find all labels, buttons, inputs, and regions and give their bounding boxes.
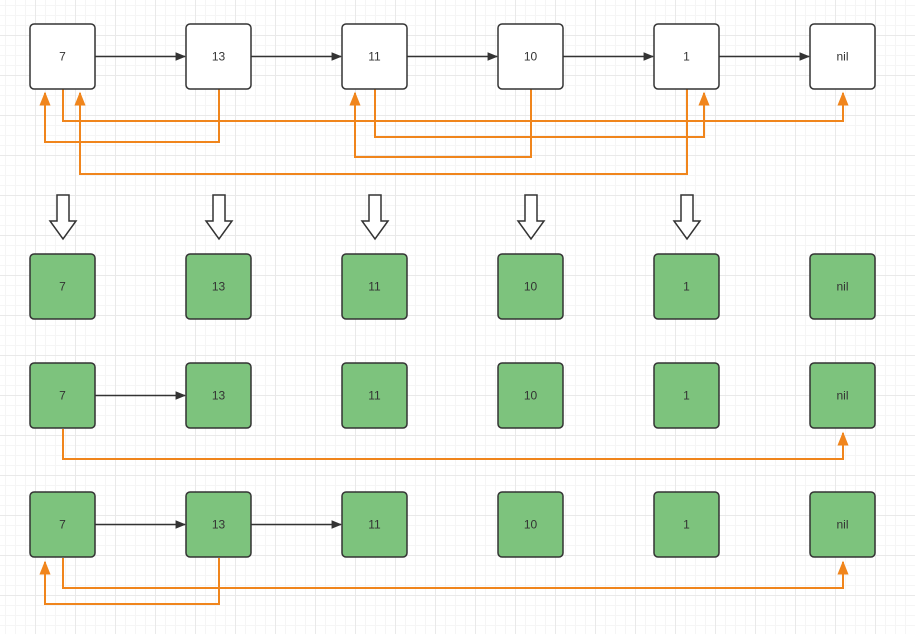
node-label: 1 <box>683 518 690 532</box>
node-label: 11 <box>368 50 381 64</box>
list-node-11-row-2: 11 <box>341 253 408 320</box>
random-pointer-13-to-7 <box>39 89 220 143</box>
node-box <box>341 253 408 320</box>
list-node-1-row-1: 1 <box>653 23 720 90</box>
node-grid: 7 13 11 10 1 nil 7 13 11 10 1 nil 7 13 11 10 1 nil 7 13 11 10… <box>29 23 876 558</box>
list-node-nil-row-3: nil <box>809 362 876 429</box>
node-label: 10 <box>524 50 538 64</box>
node-box <box>653 362 720 429</box>
node-box <box>497 23 564 90</box>
list-node-13-row-2: 13 <box>185 253 252 320</box>
node-box <box>185 362 252 429</box>
random-pointers-row-3 <box>62 429 849 460</box>
node-label: 1 <box>683 389 690 403</box>
node-label: 10 <box>524 280 538 294</box>
node-box <box>29 362 96 429</box>
list-node-7-row-1: 7 <box>29 23 96 90</box>
list-node-13-row-3: 13 <box>185 362 252 429</box>
list-node-1-row-4: 1 <box>653 491 720 558</box>
node-label: 7 <box>59 518 66 532</box>
node-label: 11 <box>368 280 381 294</box>
list-node-11-row-3: 11 <box>341 362 408 429</box>
random-pointer-1-to-7 <box>74 89 688 175</box>
random-pointer-11-to-1 <box>374 89 710 138</box>
node-label: 10 <box>524 518 538 532</box>
random-pointer-7-to-nil <box>62 89 849 122</box>
down-arrow-icon <box>204 194 234 241</box>
node-label: 1 <box>683 50 690 64</box>
node-box <box>497 362 564 429</box>
list-node-10-row-1: 10 <box>497 23 564 90</box>
node-label: 13 <box>212 389 226 403</box>
down-arrow-icon <box>360 194 390 241</box>
node-label: 11 <box>368 389 381 403</box>
node-box <box>185 253 252 320</box>
random-pointers-row-4 <box>39 558 849 605</box>
list-node-1-row-2: 1 <box>653 253 720 320</box>
down-arrow-icon <box>48 194 78 241</box>
node-label: nil <box>836 50 848 64</box>
node-box <box>809 253 876 320</box>
node-label: 13 <box>212 518 226 532</box>
node-label: 11 <box>368 518 381 532</box>
list-node-7-row-3: 7 <box>29 362 96 429</box>
down-arrow-icon <box>672 194 702 241</box>
node-label: 1 <box>683 280 690 294</box>
node-label: nil <box>836 518 848 532</box>
node-box <box>29 253 96 320</box>
node-box <box>185 23 252 90</box>
node-box <box>809 362 876 429</box>
node-label: nil <box>836 389 848 403</box>
node-box <box>29 491 96 558</box>
list-node-13-row-4: 13 <box>185 491 252 558</box>
list-node-7-row-2: 7 <box>29 253 96 320</box>
node-label: 7 <box>59 50 66 64</box>
list-node-nil-row-1: nil <box>809 23 876 90</box>
node-box <box>341 23 408 90</box>
node-box <box>341 491 408 558</box>
node-label: 7 <box>59 280 66 294</box>
random-pointer-13-to-7-row4 <box>39 558 220 605</box>
node-box <box>809 491 876 558</box>
node-box <box>341 362 408 429</box>
list-node-10-row-4: 10 <box>497 491 564 558</box>
list-node-13-row-1: 13 <box>185 23 252 90</box>
list-node-7-row-4: 7 <box>29 491 96 558</box>
node-box <box>497 491 564 558</box>
list-node-nil-row-2: nil <box>809 253 876 320</box>
list-node-11-row-4: 11 <box>341 491 408 558</box>
node-box <box>809 23 876 90</box>
next-links <box>95 52 811 529</box>
random-pointers-row-1 <box>39 89 849 175</box>
node-box <box>185 491 252 558</box>
random-pointer-10-to-11 <box>349 89 532 158</box>
list-node-nil-row-4: nil <box>809 491 876 558</box>
node-box <box>653 253 720 320</box>
down-arrow-icon <box>516 194 546 241</box>
transition-arrows <box>48 194 702 241</box>
node-label: 7 <box>59 389 66 403</box>
node-label: 13 <box>212 50 226 64</box>
node-label: 13 <box>212 280 226 294</box>
random-pointer-7-to-nil-row3 <box>62 429 849 460</box>
node-label: 10 <box>524 389 538 403</box>
list-node-11-row-1: 11 <box>341 23 408 90</box>
random-pointer-7-to-nil-row4 <box>62 558 849 589</box>
list-node-1-row-3: 1 <box>653 362 720 429</box>
node-box <box>653 23 720 90</box>
node-box <box>497 253 564 320</box>
node-box <box>653 491 720 558</box>
node-label: nil <box>836 280 848 294</box>
list-node-10-row-3: 10 <box>497 362 564 429</box>
node-box <box>29 23 96 90</box>
list-node-10-row-2: 10 <box>497 253 564 320</box>
